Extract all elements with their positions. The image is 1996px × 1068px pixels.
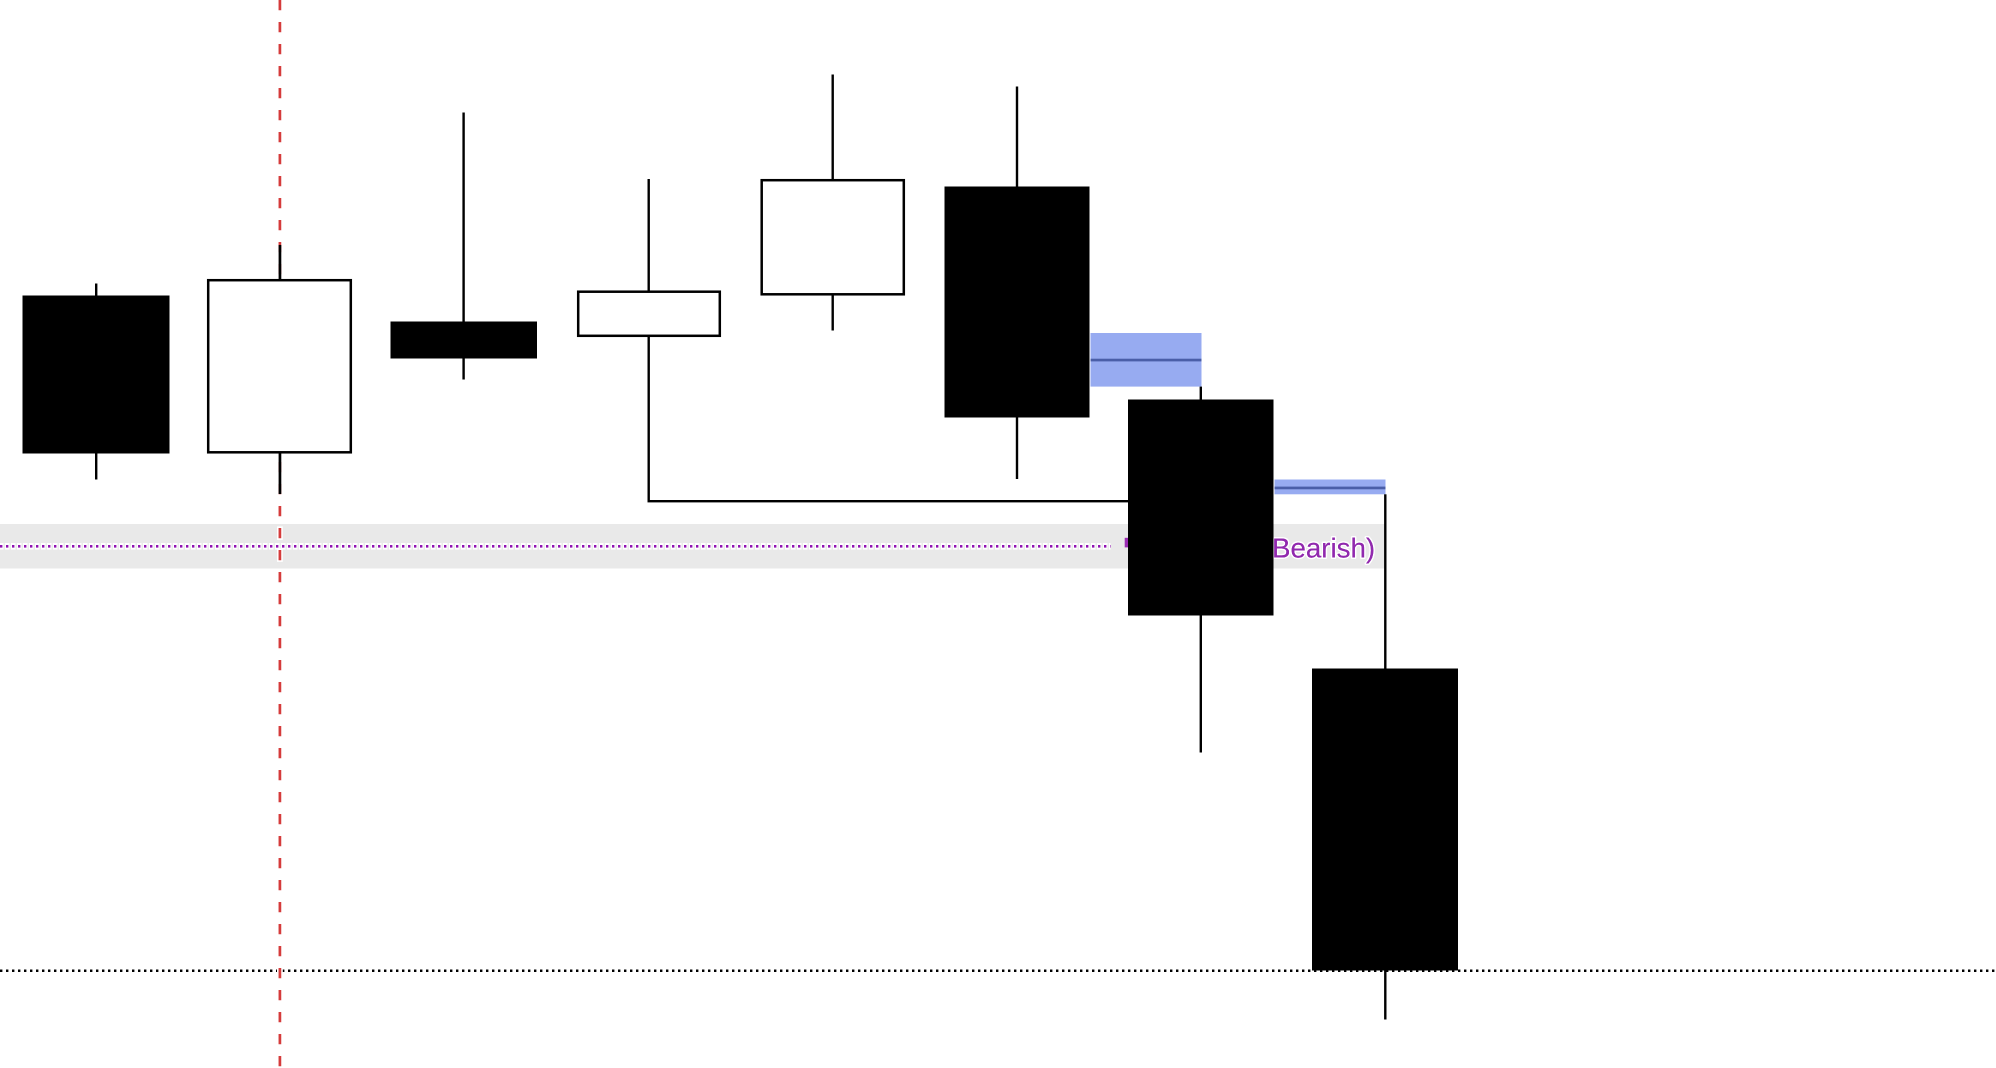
svg-text:Bearish): Bearish) [1272,532,1375,563]
svg-text:Bearish): Bearish) [1272,532,1375,563]
